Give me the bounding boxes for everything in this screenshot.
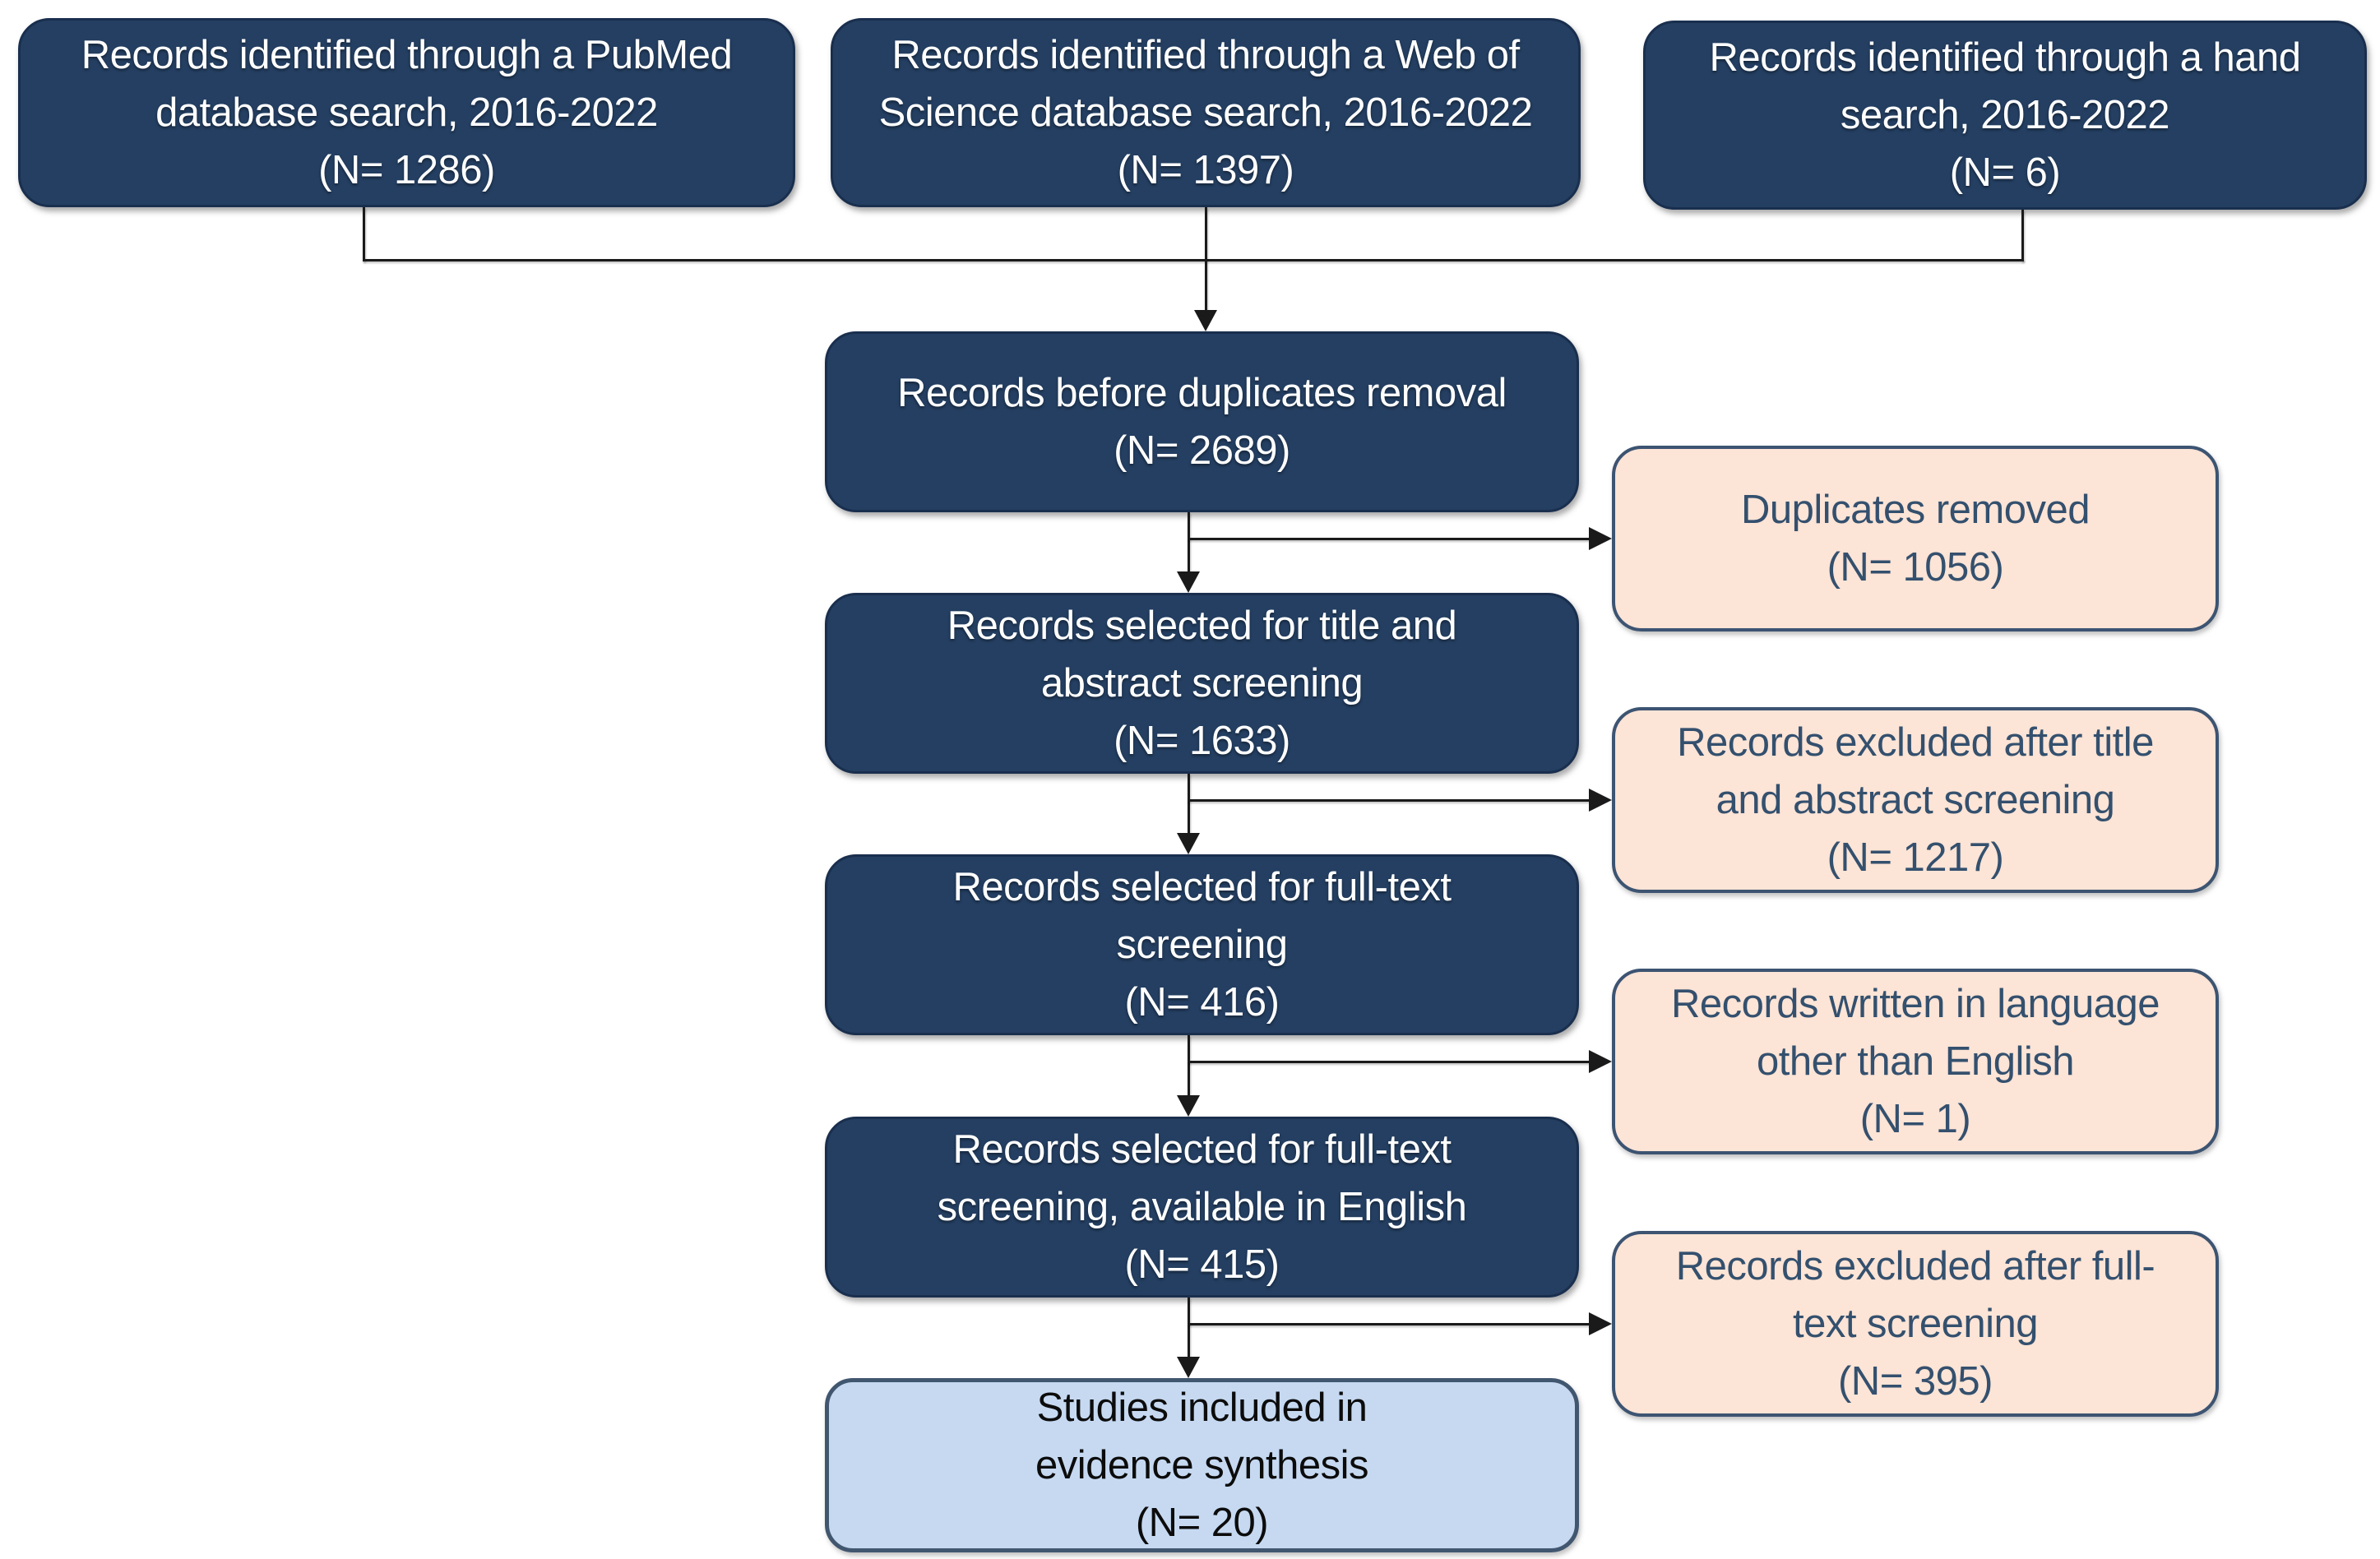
box-count: (N= 20): [1135, 1501, 1269, 1545]
box-count: (N= 1633): [1114, 719, 1290, 763]
box-text-line: screening: [1116, 923, 1288, 967]
source-box-web-of-science: Records identified through a Web of Scie…: [831, 18, 1581, 207]
box-text-line: abstract screening: [1040, 661, 1364, 705]
box-text-line: evidence synthesis: [1035, 1443, 1369, 1487]
arrow-into-duplicates-removed: [1589, 527, 1612, 550]
box-text-line: Duplicates removed: [1740, 488, 2091, 532]
box-count: (N= 1): [1859, 1097, 1971, 1141]
box-count: (N= 1056): [1827, 545, 2004, 590]
connector-stage-2-3: [1188, 774, 1190, 833]
box-count: (N= 395): [1837, 1359, 1993, 1404]
box-text-line: Records identified through a hand: [1709, 35, 2301, 80]
arrow-into-full-text-english: [1177, 1095, 1200, 1117]
exclusion-box-full-text: Records excluded after full- text screen…: [1612, 1231, 2219, 1417]
connector-stage-3-4: [1188, 1035, 1190, 1095]
branch-excluded-full-text: [1188, 1323, 1589, 1325]
box-count: (N= 415): [1124, 1242, 1280, 1287]
arrow-into-language-exclusion: [1589, 1050, 1612, 1073]
connector-pubmed-stub: [363, 207, 365, 261]
exclusion-box-duplicates-removed: Duplicates removed (N= 1056): [1612, 446, 2219, 631]
arrow-into-title-abstract: [1177, 571, 1200, 593]
box-text-line: Records written in language: [1671, 982, 2160, 1026]
box-text-line: text screening: [1792, 1302, 2039, 1346]
box-text-line: Records selected for full-text: [952, 865, 1452, 909]
box-count: (N= 2689): [1114, 428, 1290, 473]
branch-excluded-title-abstract: [1188, 799, 1589, 802]
box-text-line: other than English: [1757, 1039, 2075, 1084]
arrow-into-included: [1177, 1357, 1200, 1378]
box-text-line: Records identified through a Web of: [891, 33, 1520, 77]
stage-box-full-text-english: Records selected for full-text screening…: [825, 1117, 1579, 1298]
branch-duplicates-removed: [1188, 538, 1589, 540]
box-text-line: and abstract screening: [1716, 778, 2115, 822]
source-box-pubmed: Records identified through a PubMed data…: [18, 18, 795, 207]
arrow-into-excluded-title-abstract: [1589, 789, 1612, 812]
stage-box-title-abstract-screening: Records selected for title and abstract …: [825, 593, 1579, 774]
stage-box-full-text-screening: Records selected for full-text screening…: [825, 854, 1579, 1035]
box-text-line: screening, available in English: [937, 1185, 1467, 1229]
box-count: (N= 6): [1949, 150, 2061, 195]
source-box-hand-search: Records identified through a hand search…: [1643, 21, 2367, 210]
box-text-line: Records identified through a PubMed: [81, 33, 733, 77]
box-text-line: Records before duplicates removal: [897, 371, 1507, 415]
exclusion-box-language: Records written in language other than E…: [1612, 969, 2219, 1154]
box-count: (N= 1217): [1827, 835, 2004, 880]
exclusion-box-title-abstract: Records excluded after title and abstrac…: [1612, 707, 2219, 893]
box-text-line: Records excluded after full-: [1675, 1244, 2155, 1288]
stage-box-before-duplicates: Records before duplicates removal (N= 26…: [825, 331, 1579, 512]
box-text-line: Science database search, 2016-2022: [878, 90, 1533, 135]
included-box-evidence-synthesis: Studies included in evidence synthesis (…: [825, 1378, 1579, 1552]
arrow-into-full-text: [1177, 833, 1200, 854]
connector-stage-4-included: [1188, 1298, 1190, 1357]
box-count: (N= 1286): [318, 148, 495, 192]
box-count: (N= 1397): [1117, 148, 1294, 192]
branch-language-exclusion: [1188, 1061, 1589, 1063]
box-text-line: search, 2016-2022: [1840, 93, 2170, 137]
box-text-line: database search, 2016-2022: [155, 90, 658, 135]
arrow-into-before-duplicates: [1194, 310, 1217, 331]
connector-merge-horizontal: [363, 259, 2024, 261]
box-count: (N= 416): [1124, 980, 1280, 1025]
connector-stage-1-2: [1188, 512, 1190, 571]
box-text-line: Records selected for full-text: [952, 1127, 1452, 1172]
box-text-line: Studies included in: [1036, 1386, 1368, 1430]
connector-merge-vertical: [1205, 207, 1207, 310]
box-text-line: Records selected for title and: [947, 604, 1457, 648]
connector-hand-search-stub: [2021, 210, 2024, 261]
box-text-line: Records excluded after title: [1677, 720, 2154, 765]
arrow-into-excluded-full-text: [1589, 1312, 1612, 1335]
